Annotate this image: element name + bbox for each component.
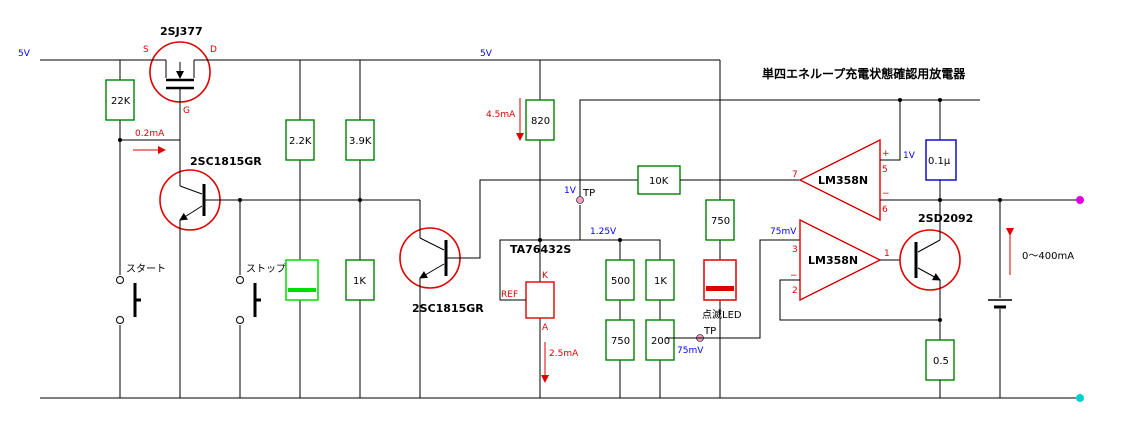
resistor-3-9k-label: 3.9K (349, 136, 372, 147)
volt-75mv-b: 75mV (770, 227, 797, 237)
green-led (285, 259, 319, 301)
junction (938, 98, 942, 102)
resistor-10k (637, 165, 681, 195)
volt-125: 1.25V (590, 227, 617, 237)
red-led (703, 259, 737, 301)
stop-switch-label: ストップ (246, 263, 286, 275)
opamp-2 (779, 218, 940, 321)
junction (938, 318, 942, 322)
terminal-positive (1076, 196, 1084, 204)
junction (898, 98, 902, 102)
resistor-500-label: 500 (611, 276, 630, 287)
resistor-1k-b (645, 259, 675, 301)
resistor-2-2k (285, 119, 315, 161)
resistor-1k-a (345, 259, 375, 301)
op2-pin-3: 3 (792, 245, 798, 255)
led-label: 点滅LED (702, 309, 742, 321)
label-5v-left: 5V (18, 49, 31, 59)
resistor-750-bottom (605, 319, 635, 361)
op1-minus: − (882, 189, 890, 199)
fet-pin-s: S (143, 45, 149, 55)
start-switch-label: スタート (126, 263, 166, 275)
resistor-0-5-label: 0.5 (933, 356, 949, 367)
tp-label-2: TP (703, 326, 716, 337)
resistor-1k-b-label: 1K (654, 276, 667, 287)
op2-pin-1: 1 (884, 249, 890, 259)
wire-ref (499, 239, 661, 301)
current-45ma: 4.5mA (486, 110, 516, 120)
resistor-820-label: 820 (531, 116, 550, 127)
resistor-3-9k (345, 119, 375, 161)
resistor-750-top-label: 750 (711, 216, 730, 227)
ref-name: TA76432S (510, 243, 571, 256)
label-5v-mid: 5V (480, 49, 493, 59)
resistor-10k-label: 10K (649, 176, 669, 187)
op1-plus: + (882, 149, 890, 159)
transistor-q3 (899, 200, 961, 340)
transistor-q1 (159, 140, 420, 398)
junction (238, 198, 242, 202)
resistor-1k-a-label: 1K (353, 276, 366, 287)
junction (938, 198, 942, 202)
transistor-q2 (399, 179, 640, 398)
wire-1v-ref (579, 99, 980, 200)
fet-name: 2SJ377 (160, 25, 203, 38)
resistor-500 (605, 259, 635, 301)
volt-1v-op: 1V (903, 151, 916, 161)
op2-name: LM358N (808, 254, 858, 267)
fet-pin-d: D (210, 45, 217, 55)
resistor-200 (645, 319, 675, 361)
resistor-22k (105, 79, 135, 121)
shunt-regulator (525, 281, 555, 319)
capacitor-label: 0.1μ (928, 156, 951, 167)
fet-pin-g: G (183, 106, 190, 116)
ref-pin-k: K (542, 271, 549, 281)
op1-pin-7: 7 (792, 170, 798, 180)
opamp-1 (798, 100, 1080, 222)
ref-pin-ref: REF (501, 290, 518, 300)
start-switch (115, 275, 141, 325)
q2-name: 2SC1815GR (412, 302, 484, 315)
tp-label-1: TP (582, 188, 595, 199)
fet-2sj377 (149, 41, 211, 140)
resistor-750-top (705, 199, 735, 241)
stop-switch (235, 275, 261, 325)
current-25ma: 2.5mA (549, 349, 579, 359)
op1-pin-6: 6 (882, 205, 888, 215)
volt-75mv-a: 75mV (677, 346, 704, 356)
junction (998, 198, 1002, 202)
op1-name: LM358N (818, 174, 868, 187)
resistor-200-label: 200 (651, 336, 670, 347)
resistor-820 (525, 99, 555, 141)
resistor-2-2k-label: 2.2K (289, 136, 312, 147)
capacitor-0-1u (925, 139, 957, 181)
junction (358, 198, 362, 202)
wire-75mv (666, 239, 800, 339)
diagram-title: 単四エネループ充電状態確認用放電器 (762, 66, 966, 81)
current-02ma: 0.2mA (135, 129, 165, 139)
volt-1v-tp: 1V (564, 186, 577, 196)
output-current: 0～400mA (1022, 251, 1074, 262)
op2-minus: − (790, 271, 798, 281)
ref-pin-a: A (542, 323, 549, 333)
test-point-1v (576, 196, 584, 204)
q3-name: 2SD2092 (918, 212, 973, 225)
op2-pin-2: 2 (792, 286, 798, 296)
junction (538, 238, 542, 242)
terminal-negative (1076, 394, 1084, 402)
op1-pin-5: 5 (882, 165, 888, 175)
resistor-22k-label: 22K (111, 96, 131, 107)
junction (118, 138, 122, 142)
resistor-750-bottom-label: 750 (611, 336, 630, 347)
q1-name: 2SC1815GR (190, 155, 262, 168)
